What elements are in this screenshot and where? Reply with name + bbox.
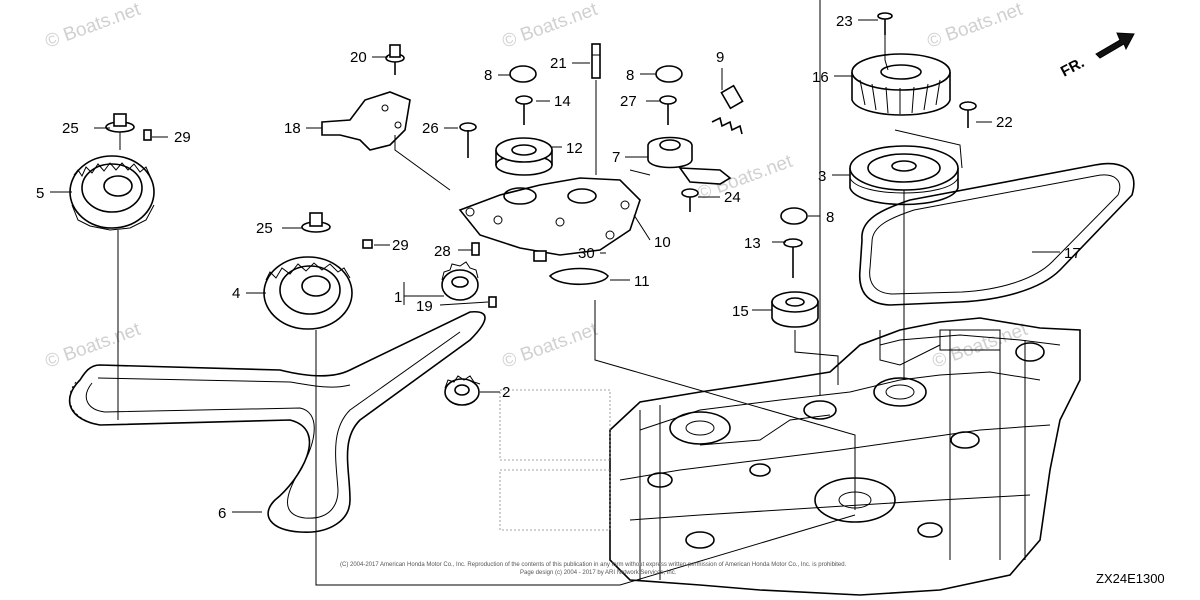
callout-11: 11 bbox=[634, 273, 650, 290]
callout-8c: 8 bbox=[826, 209, 834, 226]
callout-29b: 29 bbox=[392, 237, 409, 254]
part-12-idler-pulley bbox=[495, 137, 553, 176]
watermark-text: © Boats.net bbox=[930, 319, 1031, 373]
leader-lines bbox=[50, 0, 1060, 586]
part-25-bolt-lower bbox=[301, 212, 331, 233]
callout-19: 19 bbox=[416, 298, 433, 315]
callout-18: 18 bbox=[284, 120, 301, 137]
part-14-bolt bbox=[515, 95, 533, 125]
part-7-tensioner bbox=[647, 136, 732, 185]
callout-7: 7 bbox=[612, 149, 620, 166]
callout-30: 30 bbox=[578, 245, 595, 262]
callout-8: 8 bbox=[484, 67, 492, 84]
callout-5: 5 bbox=[36, 185, 44, 202]
watermark-text: © Boats.net bbox=[43, 0, 144, 53]
part-26-bolt bbox=[459, 122, 477, 158]
callout-14: 14 bbox=[554, 93, 571, 110]
part-18-bracket bbox=[321, 91, 411, 151]
part-13-bolt bbox=[783, 238, 803, 278]
callout-13: 13 bbox=[744, 235, 761, 252]
watermark-text: © Boats.net bbox=[43, 319, 144, 373]
part-17-drive-belt bbox=[858, 162, 1135, 306]
part-11-o-ring bbox=[548, 267, 609, 286]
callout-12: 12 bbox=[566, 140, 583, 157]
callout-4: 4 bbox=[232, 285, 240, 302]
callout-labels: 1 2 3 4 5 6 7 8 8 8 9 10 11 12 13 14 15 … bbox=[36, 13, 1081, 522]
engine-block-illustration bbox=[499, 317, 1081, 596]
callout-29: 29 bbox=[174, 129, 191, 146]
callout-10: 10 bbox=[654, 234, 671, 251]
part-20-bolt bbox=[385, 44, 405, 75]
copyright-line: Page design (c) 2004 - 2017 by ARI Netwo… bbox=[520, 570, 677, 576]
part-16-flywheel-fan bbox=[851, 53, 951, 116]
part-9-spring bbox=[711, 84, 744, 135]
part-4-crank-pulley bbox=[263, 256, 353, 330]
callout-17: 17 bbox=[1064, 245, 1081, 262]
part-15-bushing bbox=[771, 291, 819, 328]
callout-6: 6 bbox=[218, 505, 226, 522]
callout-25b: 25 bbox=[256, 220, 273, 237]
part-22-bolt bbox=[959, 101, 977, 128]
callout-8b: 8 bbox=[626, 67, 634, 84]
callout-21: 21 bbox=[550, 55, 567, 72]
callout-20: 20 bbox=[350, 49, 367, 66]
callout-1: 1 bbox=[394, 289, 402, 306]
part-24-bolt bbox=[681, 188, 699, 212]
callout-9: 9 bbox=[716, 49, 724, 66]
part-29-pin-lower bbox=[362, 239, 373, 249]
callout-26: 26 bbox=[422, 120, 439, 137]
callout-23: 23 bbox=[836, 13, 853, 30]
part-23-bolt bbox=[877, 12, 893, 35]
part-6-timing-belt bbox=[68, 311, 486, 533]
callout-25: 25 bbox=[62, 120, 79, 137]
callout-22: 22 bbox=[996, 114, 1013, 131]
part-8-cap bbox=[780, 207, 808, 225]
part-8-cap bbox=[509, 65, 537, 83]
part-21-stud bbox=[591, 43, 601, 79]
front-direction-label: FR. bbox=[1058, 54, 1087, 80]
callout-16: 16 bbox=[812, 69, 829, 86]
diagram-code: ZX24E1300 bbox=[1096, 571, 1165, 586]
part-27-bolt bbox=[659, 95, 677, 125]
callout-2: 2 bbox=[502, 384, 510, 401]
callout-28: 28 bbox=[434, 243, 451, 260]
arrow-icon bbox=[1095, 32, 1135, 59]
part-1-oil-pump-gear bbox=[441, 261, 479, 301]
watermark-text: © Boats.net bbox=[500, 319, 601, 373]
part-30-dowel bbox=[533, 250, 547, 262]
part-8-cap bbox=[655, 65, 683, 83]
callout-27: 27 bbox=[620, 93, 637, 110]
part-10-tensioner-base bbox=[458, 177, 641, 256]
part-19-pin bbox=[488, 296, 497, 308]
watermark-text: © Boats.net bbox=[500, 0, 601, 53]
part-25-bolt-upper bbox=[105, 113, 135, 150]
callout-15: 15 bbox=[732, 303, 749, 320]
callout-3: 3 bbox=[818, 168, 826, 185]
part-29-pin-upper bbox=[143, 129, 152, 141]
part-5-cam-pulley bbox=[69, 155, 155, 231]
callout-24: 24 bbox=[724, 189, 741, 206]
front-direction-indicator: FR. bbox=[1058, 32, 1135, 81]
watermark-text: © Boats.net bbox=[925, 0, 1026, 53]
part-2-gear bbox=[444, 375, 481, 406]
copyright-line: (C) 2004-2017 American Honda Motor Co., … bbox=[340, 562, 847, 568]
part-28-pin bbox=[471, 242, 480, 256]
